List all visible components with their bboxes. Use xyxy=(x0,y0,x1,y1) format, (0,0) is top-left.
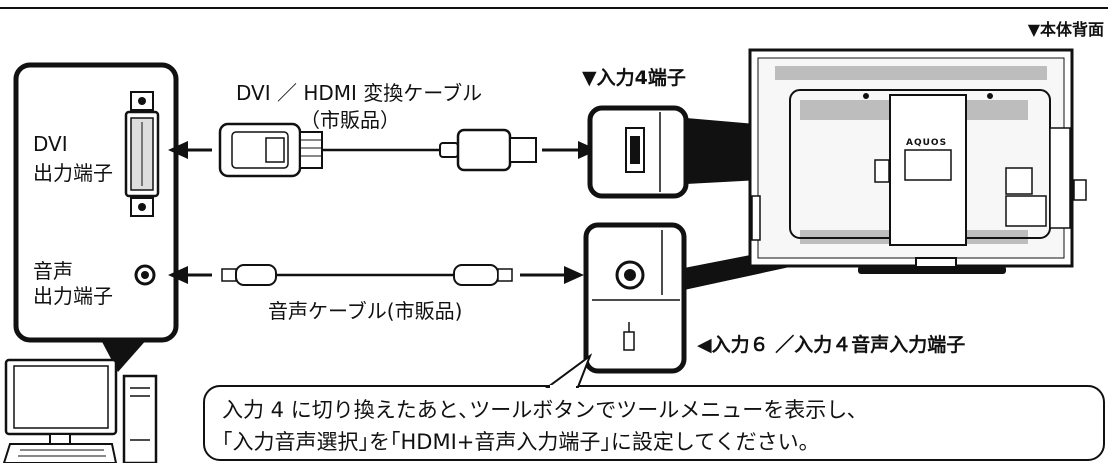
tv-back xyxy=(748,48,1087,274)
desktop-computer-icon xyxy=(2,358,158,463)
note-bubble xyxy=(203,353,1105,461)
note-line-1: 入力 4 に切り換えたあと､ツールボタンでツールメニューを表示し､ xyxy=(222,398,858,422)
dvi-cable-label-line2: （市販品） xyxy=(300,108,400,132)
audio-input-label: ◀入力６ ／入力４音声入力端子 xyxy=(697,334,966,356)
input4-detail-box xyxy=(587,105,689,199)
audio-cable xyxy=(168,264,584,286)
dvi-connector-icon xyxy=(218,122,323,178)
input4-label: ▼入力4端子 xyxy=(582,67,686,89)
pc-audio-label-line1: 音声 xyxy=(33,259,73,283)
back-panel-label: ▼本体背面 xyxy=(1027,20,1104,39)
dvi-arrow-icon xyxy=(168,141,212,159)
audio-input-detail-box xyxy=(583,222,687,374)
dvi-cable-label-line1: DVI ／ HDMI 変換ケーブル xyxy=(236,81,483,105)
pc-audio-label-line2: 出力端子 xyxy=(33,284,113,308)
dvi-port-icon xyxy=(124,91,160,217)
pc-dvi-label-line2: 出力端子 xyxy=(33,161,113,185)
hdmi-plug-icon xyxy=(439,128,537,172)
pc-dvi-label-line1: DVI xyxy=(33,132,68,156)
note-line-2: ｢入力音声選択｣を｢HDMI+音声入力端子｣に設定してください。 xyxy=(222,430,820,454)
tv-brand-logo: AQUOS xyxy=(906,138,948,148)
audio-jack-icon xyxy=(134,264,156,286)
audio-cable-label: 音声ケーブル(市販品) xyxy=(268,299,463,323)
